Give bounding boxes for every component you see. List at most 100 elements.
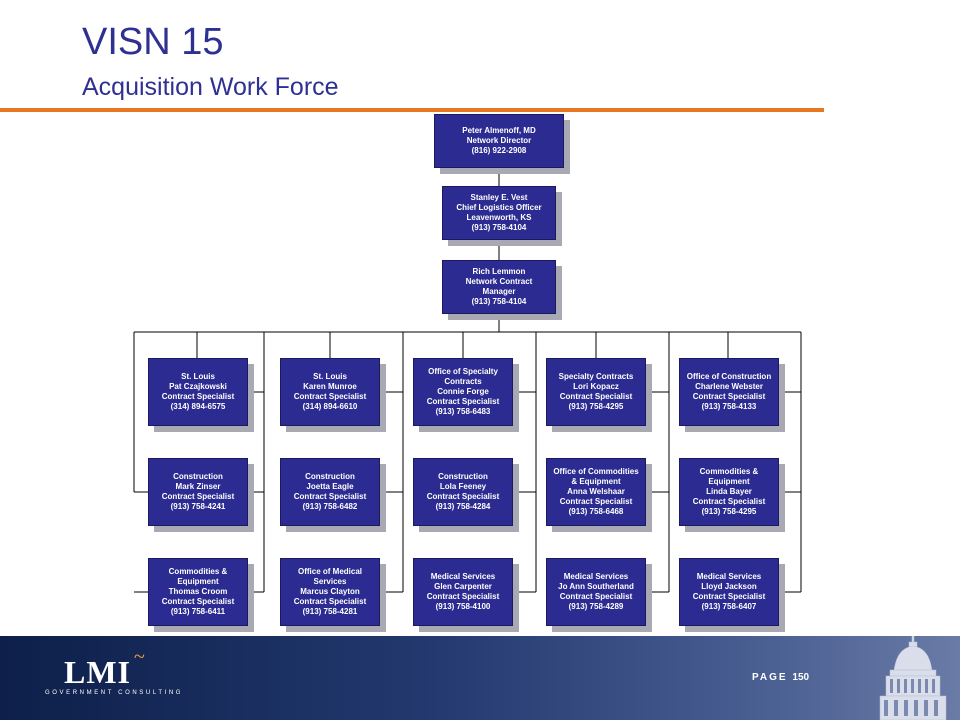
org-box-line: (913) 758-4295 [568, 402, 624, 411]
org-box-line: Contracts [444, 377, 482, 386]
org-box-line: Manager [482, 287, 516, 296]
orange-divider [0, 108, 824, 112]
org-box-line: Contract Specialist [161, 392, 235, 401]
capitol-dome-icon [879, 636, 947, 720]
page-subtitle: Acquisition Work Force [82, 73, 339, 101]
org-box-line: Lloyd Jackson [701, 582, 757, 591]
org-box-line: Contract Specialist [692, 497, 766, 506]
org-box-line: (913) 758-4133 [701, 402, 757, 411]
org-box-line: Charlene Webster [695, 382, 763, 391]
org-box-line: (913) 758-4295 [701, 507, 757, 516]
org-box-line: Linda Bayer [706, 487, 752, 496]
org-box-line: Office of Specialty [428, 367, 498, 376]
org-box-line: Specialty Contracts [558, 372, 634, 381]
org-box-line: Office of Construction [686, 372, 772, 381]
org-box-line: Stanley E. Vest [470, 193, 528, 202]
org-box-line: Office of Medical [297, 567, 362, 576]
org-box-line: Joetta Eagle [306, 482, 354, 491]
org-box-line: (913) 758-6407 [701, 602, 757, 611]
org-box-line: Mark Zinser [175, 482, 221, 491]
org-box-line: Lola Feeney [439, 482, 487, 491]
org-box-line: (913) 758-4289 [568, 602, 624, 611]
org-box-line: (913) 758-6411 [170, 607, 226, 616]
org-box-line: St. Louis [313, 372, 347, 381]
org-box-line: (913) 758-4100 [435, 602, 491, 611]
org-box-line: & Equipment [571, 477, 621, 486]
org-box-line: Commodities & [168, 567, 228, 576]
org-box-line: (913) 758-4104 [471, 223, 527, 232]
org-box-line: Contract Specialist [426, 492, 500, 501]
org-box-line: (913) 758-6482 [302, 502, 358, 511]
org-chart-connectors [133, 168, 802, 593]
org-box-line: (913) 758-6468 [568, 507, 624, 516]
org-box-line: Construction [173, 472, 223, 481]
org-box-line: Thomas Croom [168, 587, 228, 596]
org-box-line: Chief Logistics Officer [456, 203, 542, 212]
org-box-line: Contract Specialist [293, 597, 367, 606]
org-box-line: Contract Specialist [692, 392, 766, 401]
org-box-line: Construction [438, 472, 488, 481]
org-box-line: Karen Munroe [303, 382, 357, 391]
org-box-line: Contract Specialist [293, 392, 367, 401]
org-box-line: (314) 894-6575 [170, 402, 226, 411]
org-box-line: Office of Commodities [553, 467, 639, 476]
org-box-line: Contract Specialist [559, 592, 633, 601]
page-number: 150 [792, 672, 810, 683]
org-box-line: Equipment [708, 477, 750, 486]
org-box-line: Commodities & [699, 467, 759, 476]
org-box-line: Contract Specialist [559, 392, 633, 401]
org-box-line: Contract Specialist [426, 397, 500, 406]
org-box-line: Connie Forge [437, 387, 489, 396]
page-indicator: PAGE 150 [752, 672, 809, 683]
org-box-line: (314) 894-6610 [302, 402, 358, 411]
logo-tilde-mark: ~ [134, 646, 145, 668]
org-box-line: Contract Specialist [692, 592, 766, 601]
org-box-line: (913) 758-4284 [435, 502, 491, 511]
org-box-line: Contract Specialist [161, 597, 235, 606]
org-box-line: Medical Services [696, 572, 762, 581]
logo-tagline: GOVERNMENT CONSULTING [45, 690, 184, 696]
org-box-line: Medical Services [563, 572, 629, 581]
org-box-line: (913) 758-4104 [471, 297, 527, 306]
page-title: VISN 15 [82, 21, 224, 63]
org-box-line: Network Director [466, 136, 532, 145]
org-box-line: Lori Kopacz [573, 382, 619, 391]
org-box-line: Network Contract [465, 277, 533, 286]
org-box-line: Glen Carpenter [434, 582, 492, 591]
org-box-line: Leavenworth, KS [466, 213, 532, 222]
org-box-line: Rich Lemmon [472, 267, 526, 276]
org-box-line: Peter Almenoff, MD [462, 126, 536, 135]
org-box-line: Contract Specialist [293, 492, 367, 501]
org-box-line: Anna Welshaar [567, 487, 625, 496]
page-label: PAGE [752, 672, 788, 683]
lmi-logo: LMI [64, 654, 131, 690]
org-box-line: Contract Specialist [559, 497, 633, 506]
org-box-line: Pat Czajkowski [169, 382, 227, 391]
org-box-line: Construction [305, 472, 355, 481]
footer-bar [0, 636, 960, 720]
org-box-line: Contract Specialist [426, 592, 500, 601]
org-box-line: (816) 922-2908 [471, 146, 527, 155]
org-box-line: (913) 758-4241 [170, 502, 226, 511]
org-box-line: Marcus Clayton [300, 587, 360, 596]
org-box-line: Jo Ann Southerland [558, 582, 634, 591]
org-box-line: Equipment [177, 577, 219, 586]
org-box-line: (913) 758-4281 [302, 607, 358, 616]
